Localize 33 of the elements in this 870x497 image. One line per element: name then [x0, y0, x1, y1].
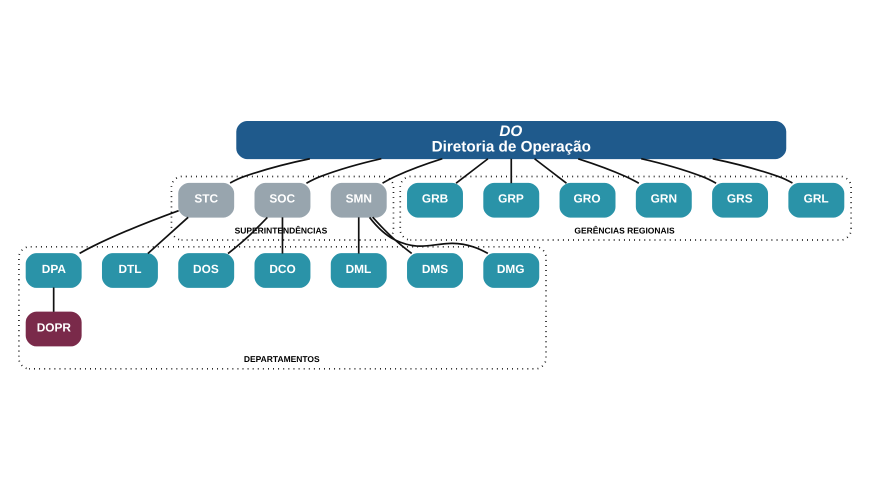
node-box: GRB [407, 182, 463, 218]
connector [230, 158, 310, 184]
connector [282, 217, 284, 254]
node-box: DTL [102, 253, 158, 288]
node-box: GRO [560, 182, 616, 218]
connector [79, 210, 179, 254]
node-box: DOS [178, 253, 234, 288]
connector [578, 158, 640, 184]
node-box: GRN [636, 182, 692, 218]
node-box: DMG [483, 253, 540, 288]
node-box: GRP [483, 182, 540, 218]
connector [358, 217, 360, 254]
node-box: DO Diretoria de Operação [236, 120, 786, 160]
node-box: SMN [330, 182, 387, 218]
node-box: DPA [26, 253, 82, 288]
connector [227, 216, 268, 254]
connector [712, 158, 793, 184]
node-box: DMS [407, 253, 463, 288]
connector [372, 216, 412, 254]
node-box: SOC [254, 182, 310, 218]
node-box: GRL [788, 182, 844, 218]
node-box: DML [330, 253, 387, 288]
connector [640, 158, 717, 184]
connector [147, 216, 189, 254]
node-box: DCO [254, 253, 310, 288]
connector [52, 288, 55, 312]
connector [510, 158, 512, 184]
connector [368, 216, 488, 254]
node-box: GRS [712, 182, 768, 218]
connector [382, 158, 443, 184]
node-box: DOPR [26, 312, 82, 346]
connector [306, 158, 382, 184]
node-box: STC [178, 182, 234, 218]
